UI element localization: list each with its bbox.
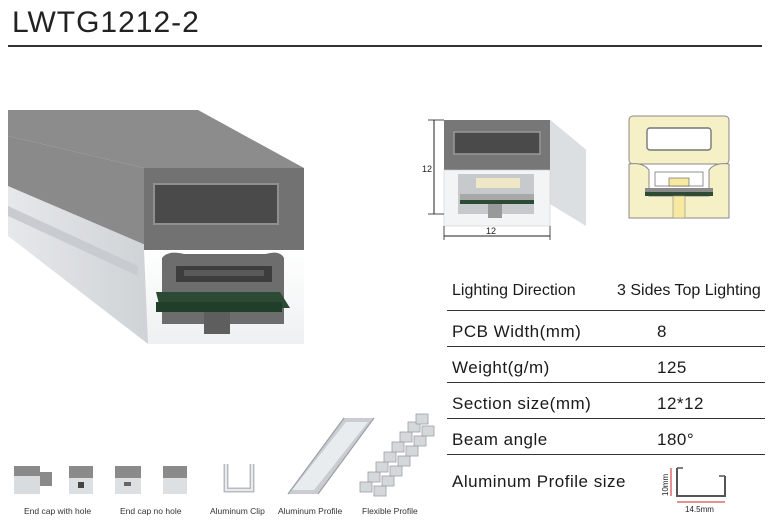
spec-divider <box>447 310 765 311</box>
accessory-label-aluminum-profile: Aluminum Profile <box>278 506 343 516</box>
section-dimension-drawing: 12 12 <box>422 119 586 240</box>
aluminum-profile-dimension-drawing: 10mm 14.5mm <box>661 467 726 514</box>
product-3d-image <box>8 110 304 344</box>
aluminum-clip-image <box>223 464 255 493</box>
front-view-drawing <box>628 115 730 219</box>
spec-value: 180° <box>657 430 695 449</box>
end-cap-with-hole-image <box>14 466 52 494</box>
flexible-profile-image <box>359 413 435 497</box>
spec-value: 125 <box>657 358 687 377</box>
spec-label: Beam angle <box>452 430 548 449</box>
spec-value: 12*12 <box>657 394 704 413</box>
spec-label: Weight(g/m) <box>452 358 550 377</box>
spec-label: Section size(mm) <box>452 394 592 413</box>
page-title: LWTG1212-2 <box>12 6 200 39</box>
spec-divider <box>447 346 765 347</box>
section-height-label: 12 <box>422 164 432 174</box>
spec-value: 8 <box>657 322 667 341</box>
profile-height-label: 10mm <box>661 473 670 496</box>
spec-label: Lighting Direction <box>452 282 576 299</box>
end-cap-with-hole-front-image <box>69 466 93 494</box>
spec-divider <box>447 418 765 419</box>
accessory-label-end-cap-no-hole: End cap no hole <box>120 506 182 516</box>
spec-label: PCB Width(mm) <box>452 322 582 341</box>
accessory-label-aluminum-clip: Aluminum Clip <box>210 506 265 516</box>
spec-label: Aluminum Profile size <box>452 472 626 491</box>
title-divider <box>8 45 762 47</box>
profile-width-label: 14.5mm <box>685 505 714 514</box>
aluminum-profile-image <box>287 417 375 495</box>
section-width-label: 12 <box>486 226 496 236</box>
accessory-label-flexible-profile: Flexible Profile <box>362 506 418 516</box>
accessory-label-end-cap-hole: End cap with hole <box>24 506 92 516</box>
end-cap-no-hole-front-image <box>163 466 187 494</box>
spec-value: 3 Sides Top Lighting <box>617 282 761 299</box>
end-cap-no-hole-image <box>115 466 141 494</box>
spec-divider <box>447 454 765 455</box>
spec-divider <box>447 382 765 383</box>
